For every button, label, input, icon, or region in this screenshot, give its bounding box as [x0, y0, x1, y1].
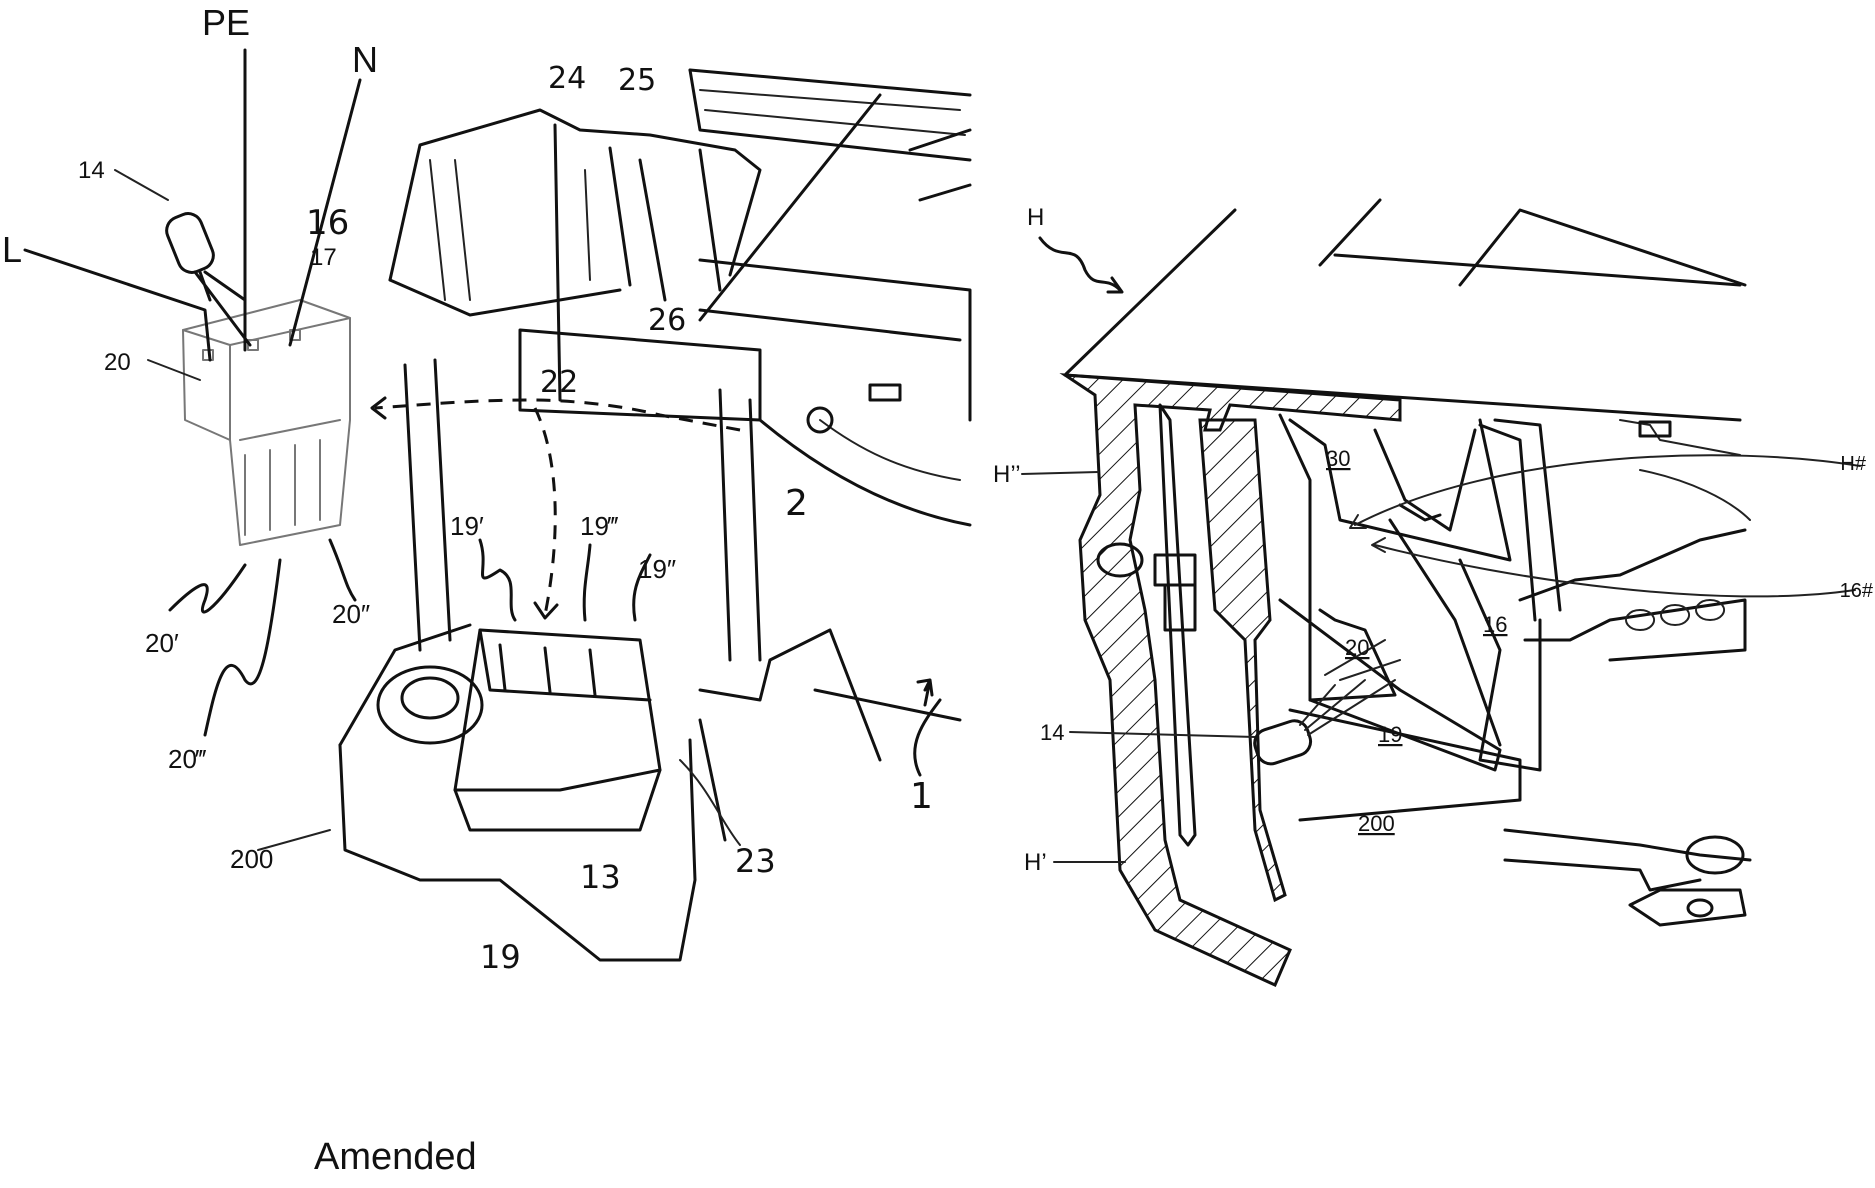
label-20: 20 — [104, 349, 131, 376]
label-20pp: 20″ — [332, 599, 370, 629]
housing-top-edge — [1065, 210, 1235, 375]
left-figure: PE N L 14 20 17 16 24 25 26 22 2 1 19′ 1… — [2, 2, 970, 976]
label-1: 1 — [910, 776, 933, 817]
label-200: 200 — [230, 844, 273, 874]
leader-20ppp — [205, 560, 280, 735]
leader-14-right — [1070, 732, 1255, 737]
amended-status-text: Amended — [314, 1136, 477, 1179]
label-13: 13 — [580, 858, 621, 896]
leader-14 — [115, 170, 168, 200]
insertion-path-arrow-lower — [535, 408, 555, 615]
label-16-right: 16 — [1483, 612, 1507, 637]
leader-20 — [148, 360, 200, 380]
label-n: N — [352, 39, 378, 80]
label-hhash: H# — [1840, 453, 1866, 475]
label-pe: PE — [202, 2, 250, 43]
label-26: 26 — [648, 303, 686, 338]
label-23: 23 — [735, 842, 776, 880]
label-19p: 19′ — [450, 511, 484, 541]
label-16hash: 16# — [1840, 580, 1874, 602]
leader-16hash — [1375, 545, 1855, 596]
label-19ppp: 19‴ — [580, 511, 619, 541]
label-19: 19 — [480, 938, 521, 976]
label-24: 24 — [548, 61, 586, 96]
label-30: 30 — [1326, 446, 1350, 471]
leader-19ppp — [584, 545, 590, 620]
label-2: 2 — [785, 483, 808, 524]
label-20-right: 20 — [1345, 635, 1369, 660]
label-20p: 20′ — [145, 628, 179, 658]
label-hpp: H’’ — [993, 461, 1021, 488]
label-200-right: 200 — [1358, 811, 1395, 836]
leader-h — [1040, 238, 1120, 290]
leader-hpp — [1022, 472, 1098, 474]
label-16: 16 — [306, 203, 349, 243]
label-20ppp: 20‴ — [168, 744, 207, 774]
label-25: 25 — [618, 63, 656, 98]
insertion-path-arrow — [375, 400, 740, 430]
right-figure: H H’’ H’ H# 16# 30 16 20 19 14 200 — [993, 200, 1874, 985]
label-19-right: 19 — [1378, 722, 1402, 747]
label-17: 17 — [310, 244, 337, 271]
cover-16-section — [1280, 415, 1560, 820]
leader-19p — [480, 540, 515, 620]
base-assembly-200 — [258, 625, 960, 960]
leader-20p — [170, 565, 245, 612]
label-22: 22 — [540, 365, 578, 400]
leader-20pp — [330, 540, 355, 600]
label-19pp: 19″ — [638, 554, 676, 584]
label-h: H — [1027, 204, 1044, 231]
label-14-right: 14 — [1040, 720, 1064, 745]
label-hp: H’ — [1024, 849, 1047, 876]
label-14: 14 — [78, 157, 105, 184]
label-l: L — [2, 229, 22, 270]
housing-structure-2 — [690, 70, 970, 525]
leader-hhash — [1355, 455, 1860, 525]
